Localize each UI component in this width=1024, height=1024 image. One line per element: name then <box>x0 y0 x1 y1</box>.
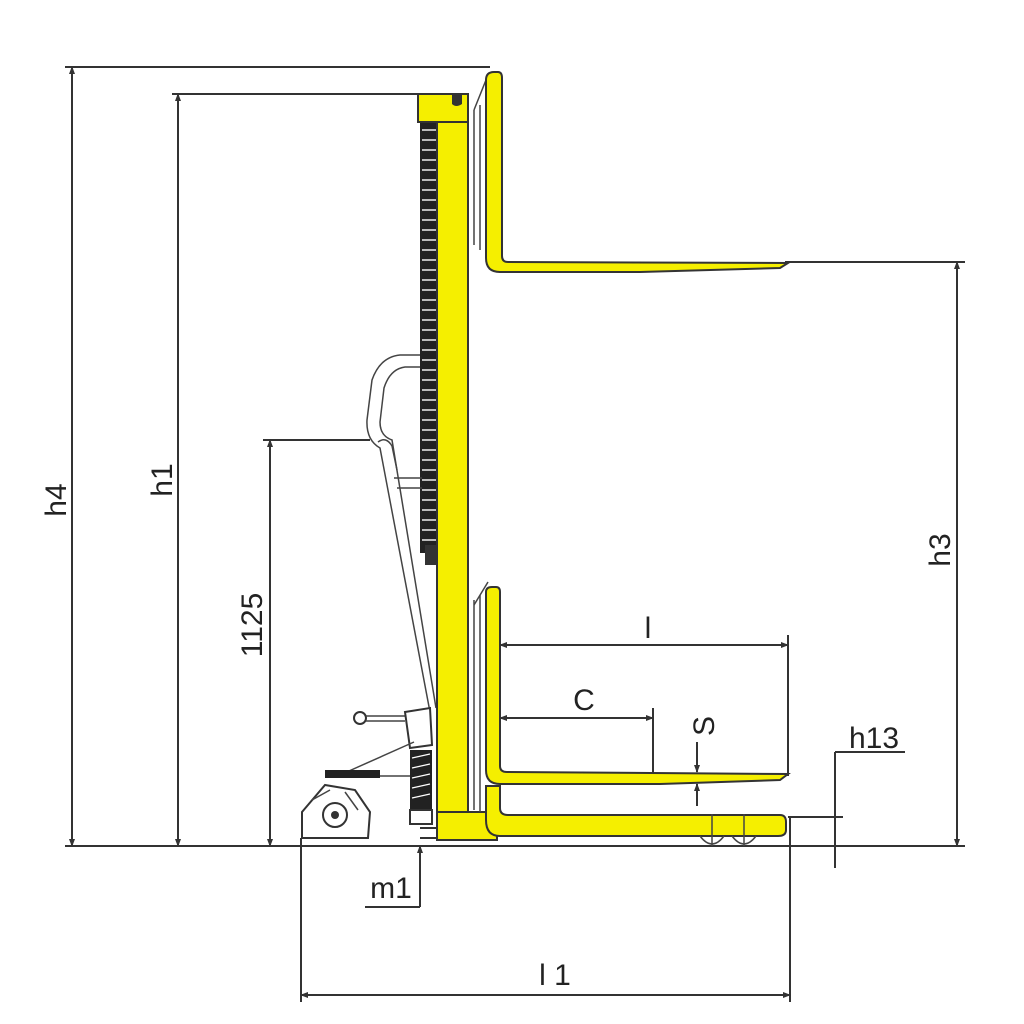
label-s: S <box>688 716 721 736</box>
dimension-c <box>499 708 654 774</box>
label-l1: l 1 <box>539 959 571 992</box>
label-l: l <box>645 612 652 645</box>
label-1125: 1125 <box>236 593 269 658</box>
base-leg <box>485 785 787 837</box>
pump-lever <box>339 706 434 776</box>
fork-carriage-rail <box>473 74 489 812</box>
dimension-h1 <box>172 93 420 847</box>
dimension-l1 <box>300 818 791 1002</box>
label-m1: m1 <box>370 872 412 905</box>
label-h3: h3 <box>924 533 957 566</box>
fork-lowered <box>485 586 791 785</box>
load-wheels <box>699 814 757 846</box>
label-h13: h13 <box>849 722 899 755</box>
dimension-h4 <box>65 66 490 847</box>
caster-wheel <box>301 770 415 839</box>
lift-chain <box>420 123 438 565</box>
dimension-handle-height <box>263 439 370 847</box>
tiller-handle <box>366 354 437 713</box>
mast <box>417 93 498 841</box>
label-h4: h4 <box>40 483 73 516</box>
dimension-h3 <box>785 261 965 847</box>
dimension-l <box>499 635 789 776</box>
dimension-h13 <box>788 751 905 868</box>
label-h1: h1 <box>146 463 179 496</box>
label-c: C <box>573 684 595 717</box>
hydraulic-cylinder <box>409 750 433 825</box>
fork-raised <box>485 71 792 273</box>
